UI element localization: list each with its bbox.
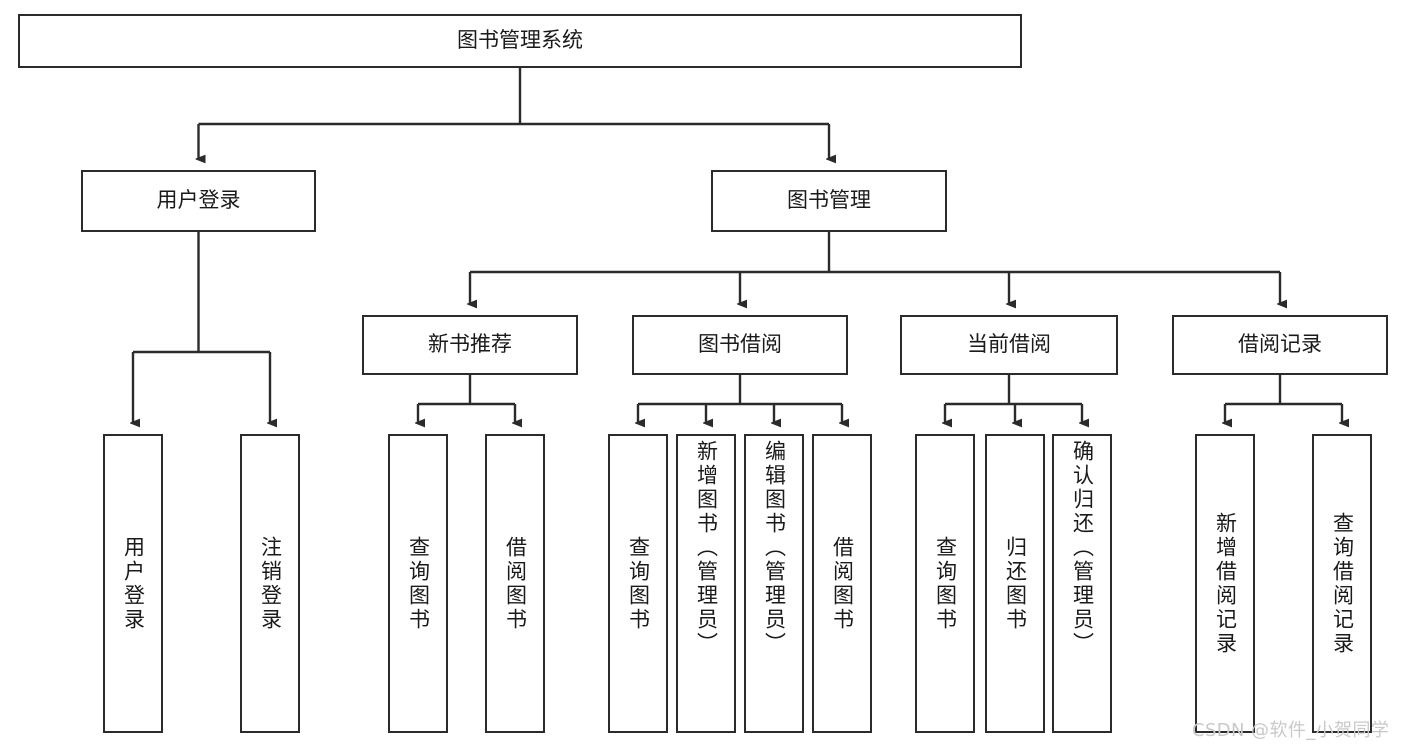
node-label: 查询借阅记录 — [1330, 511, 1355, 656]
node-label: 查询图书 — [933, 535, 958, 632]
node-leaf-confirm-return[interactable]: 确认归还（管理员） — [1052, 434, 1112, 733]
node-label: 图书管理 — [787, 188, 871, 213]
node-leaf-add-book[interactable]: 新增图书（管理员） — [676, 434, 736, 733]
node-leaf-query-record[interactable]: 查询借阅记录 — [1312, 434, 1372, 733]
node-label: 用户登录 — [156, 188, 241, 213]
node-label: 编辑图书（管理员） — [762, 440, 787, 656]
node-label: 图书管理系统 — [457, 28, 583, 53]
node-label: 查询图书 — [406, 535, 431, 632]
node-leaf-add-record[interactable]: 新增借阅记录 — [1195, 434, 1255, 733]
node-leaf-user-login[interactable]: 用户登录 — [103, 434, 163, 733]
node-leaf-query-book-1[interactable]: 查询图书 — [388, 434, 448, 733]
node-label: 注销登录 — [258, 535, 283, 632]
node-label: 查询图书 — [626, 535, 651, 632]
node-leaf-return-book[interactable]: 归还图书 — [985, 434, 1045, 733]
node-label: 图书借阅 — [698, 332, 782, 357]
node-current-borrow[interactable]: 当前借阅 — [900, 315, 1118, 375]
node-book-borrow[interactable]: 图书借阅 — [632, 315, 848, 375]
node-new-book-rec[interactable]: 新书推荐 — [362, 315, 578, 375]
node-book-manage[interactable]: 图书管理 — [711, 170, 947, 232]
node-label: 用户登录 — [121, 535, 146, 632]
node-leaf-borrow-book-1[interactable]: 借阅图书 — [485, 434, 545, 733]
node-leaf-user-logout[interactable]: 注销登录 — [240, 434, 300, 733]
node-leaf-borrow-book-2[interactable]: 借阅图书 — [812, 434, 872, 733]
node-label: 确认归还（管理员） — [1070, 440, 1095, 656]
node-label: 当前借阅 — [967, 332, 1051, 357]
node-label: 借阅图书 — [830, 535, 855, 632]
node-leaf-query-book-3[interactable]: 查询图书 — [915, 434, 975, 733]
edge-paths — [133, 68, 1342, 423]
node-label: 借阅记录 — [1238, 332, 1322, 357]
node-label: 新书推荐 — [428, 332, 512, 357]
node-leaf-edit-book[interactable]: 编辑图书（管理员） — [744, 434, 804, 733]
node-label: 借阅图书 — [503, 535, 528, 632]
node-label: 归还图书 — [1003, 535, 1028, 632]
node-borrow-record[interactable]: 借阅记录 — [1172, 315, 1388, 375]
node-leaf-query-book-2[interactable]: 查询图书 — [608, 434, 668, 733]
node-root[interactable]: 图书管理系统 — [18, 14, 1022, 68]
node-user-login[interactable]: 用户登录 — [81, 170, 316, 232]
node-label: 新增图书（管理员） — [694, 440, 719, 656]
node-label: 新增借阅记录 — [1213, 511, 1238, 656]
